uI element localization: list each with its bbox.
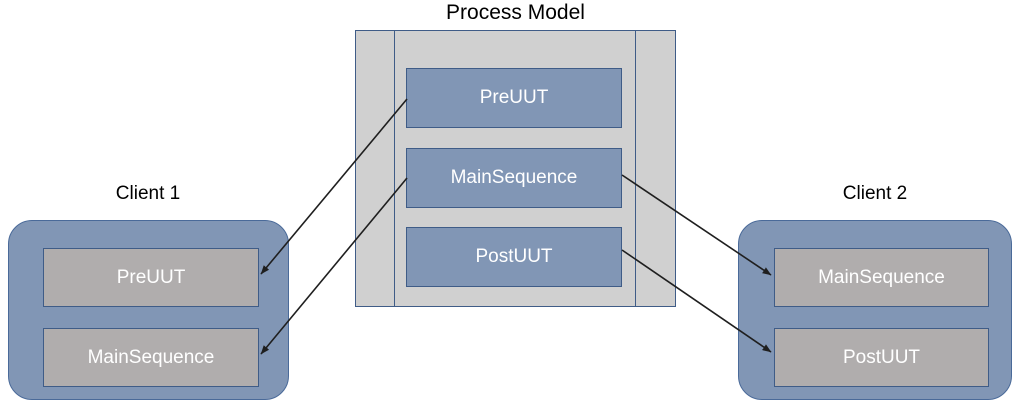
client-2-step-postuut[interactable]: PostUUT	[774, 328, 989, 387]
client-1-step-mainsequence[interactable]: MainSequence	[43, 328, 259, 387]
process-step-preuut[interactable]: PreUUT	[406, 68, 622, 128]
process-model-divider-left	[394, 31, 395, 306]
process-step-postuut[interactable]: PostUUT	[406, 227, 622, 287]
client-2-title: Client 2	[842, 183, 908, 204]
process-model-divider-right	[635, 31, 636, 306]
client-1-title: Client 1	[115, 183, 181, 204]
client-1-step-preuut[interactable]: PreUUT	[43, 248, 259, 307]
client-2-container: MainSequence PostUUT	[738, 220, 1012, 400]
client-2-step-mainsequence[interactable]: MainSequence	[774, 248, 989, 307]
process-model-title: Process Model	[446, 1, 585, 24]
process-step-mainsequence[interactable]: MainSequence	[406, 148, 622, 208]
process-model-container: PreUUT MainSequence PostUUT	[355, 30, 676, 307]
client-1-container: PreUUT MainSequence	[8, 220, 289, 400]
